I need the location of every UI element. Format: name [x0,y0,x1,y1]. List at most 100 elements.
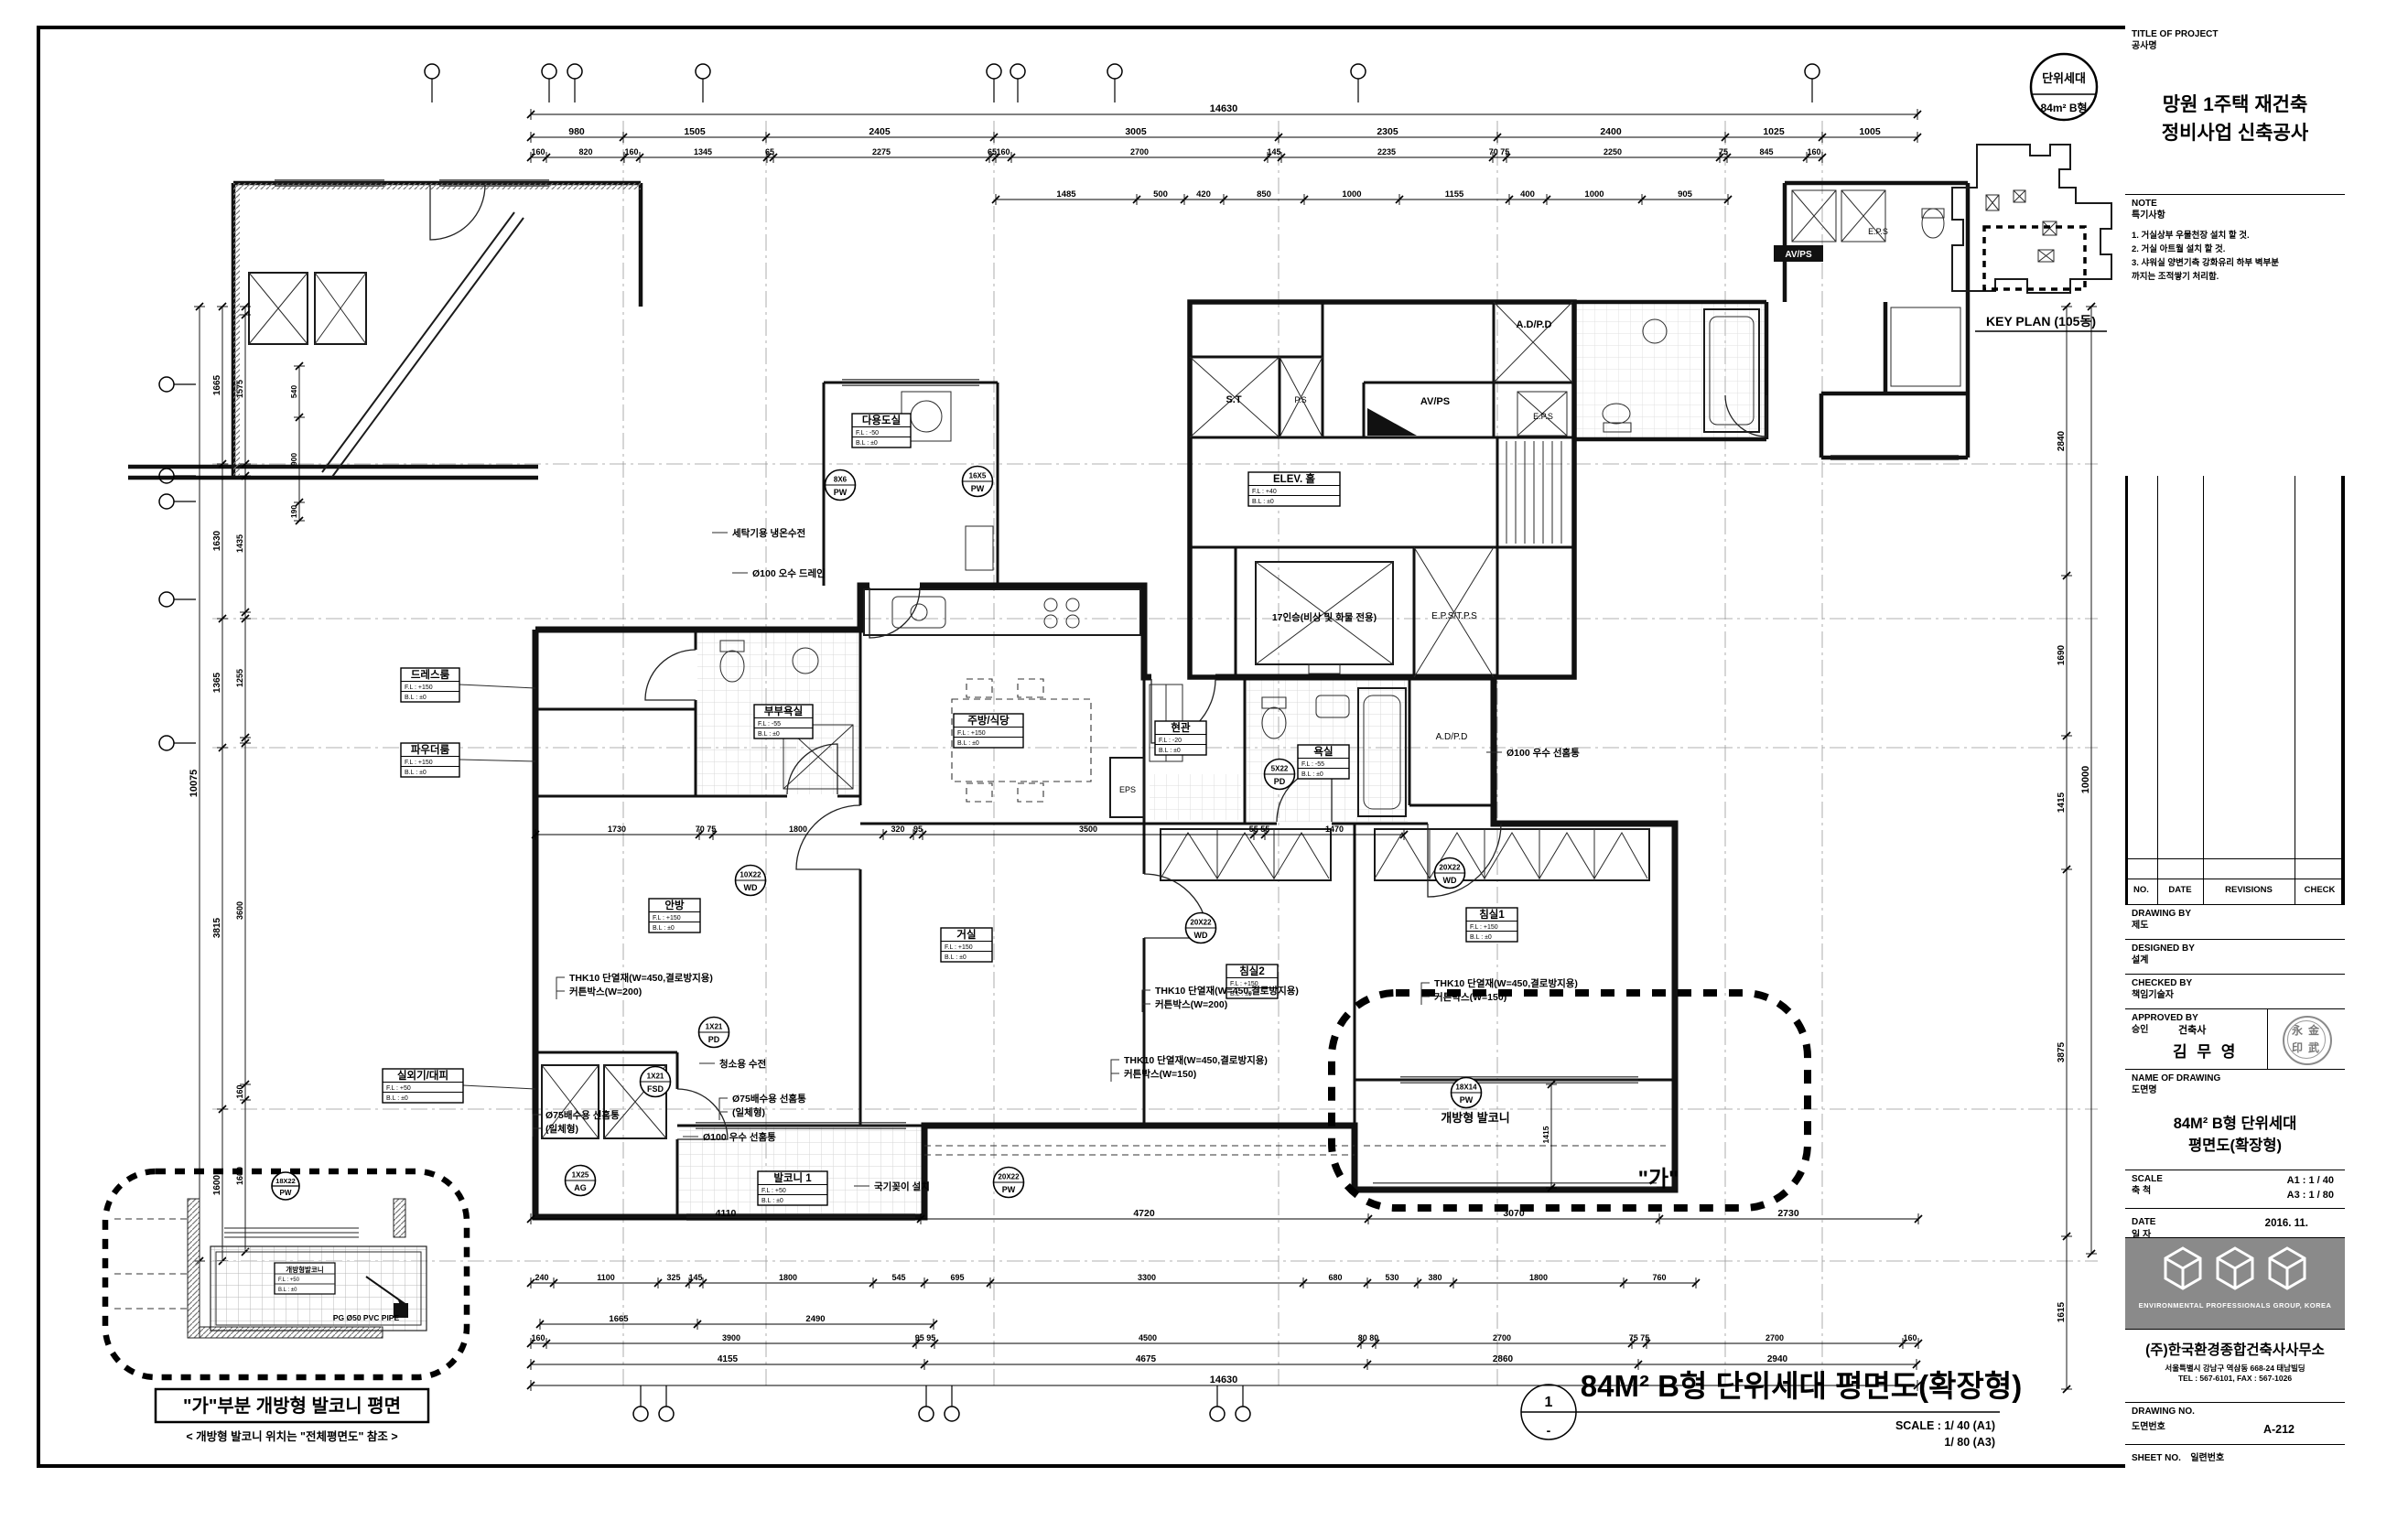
svg-text:20X22: 20X22 [1439,864,1461,872]
svg-text:2275: 2275 [872,147,891,156]
svg-text:160: 160 [1903,1333,1917,1342]
date-value: 2016. 11. [2264,1218,2308,1229]
area-label: P.S [1294,395,1306,404]
svg-text:침실2: 침실2 [1239,965,1265,977]
svg-text:3600: 3600 [235,901,244,920]
svg-text:4675: 4675 [1136,1354,1157,1364]
svg-text:400: 400 [1520,189,1535,199]
svg-text:2405: 2405 [869,126,891,137]
svg-text:청소용 수전: 청소용 수전 [719,1058,766,1070]
svg-text:F.L : +40: F.L : +40 [1252,489,1277,495]
svg-text:F.L : +150: F.L : +150 [957,730,986,737]
drawing-no-section: DRAWING NO. 도면번호 A-212 [2125,1402,2345,1444]
svg-text:THK10 단열재(W=450,결로방지용): THK10 단열재(W=450,결로방지용) [1124,1054,1268,1066]
svg-text:WD: WD [1194,931,1208,940]
svg-text:F.L : +150: F.L : +150 [1230,981,1258,987]
svg-text:2305: 2305 [1377,126,1398,137]
balcony-detail: 개방형발코니 F.L : +50 B.L : ±0 PG Ø50 PVC PIP… [102,1168,470,1443]
svg-text:65: 65 [988,147,997,156]
title-block-divider [2125,26,2128,1468]
svg-text:1800: 1800 [789,825,807,834]
annotation: Ø100 오수 드레인 [732,567,826,579]
note-2: 2. 거실 아트월 설치 할 것. [2132,244,2226,254]
svg-text:14630: 14630 [1210,103,1238,114]
svg-text:160: 160 [624,147,638,156]
svg-text:4110: 4110 [716,1208,737,1219]
svg-text:PW: PW [1002,1185,1016,1194]
svg-text:695: 695 [950,1273,964,1282]
svg-text:240: 240 [535,1273,548,1282]
svg-text:침실1: 침실1 [1479,908,1505,921]
svg-text:Ø100 우수 선홈통: Ø100 우수 선홈통 [1506,747,1580,759]
svg-text:PW: PW [834,488,848,497]
svg-text:거실: 거실 [956,928,976,941]
window-tags: 10X22WD20X22WD20X22WD1X21PD5X22PD1X21FSD… [564,465,1483,1199]
annotation: Ø75배수용 선홈통(일체형) [718,1093,806,1120]
svg-text:55 55: 55 55 [1249,825,1270,834]
svg-text:3815: 3815 [212,917,222,938]
core-outline [1187,299,1577,680]
pipe-label: PG Ø50 PVC PIPE [333,1313,400,1322]
svg-text:18X22: 18X22 [275,1177,296,1185]
svg-text:325: 325 [666,1273,680,1282]
shower-icon [783,724,854,790]
svg-text:1345: 1345 [694,147,712,156]
detail-room-name: 개방형발코니 [286,1265,323,1274]
svg-text:1X21: 1X21 [706,1023,723,1031]
svg-text:1485: 1485 [1056,189,1076,199]
ga-region [1328,989,1811,1212]
svg-text:160: 160 [1807,147,1820,156]
annotation: 세탁기용 냉온수전 [712,527,805,539]
svg-text:1505: 1505 [684,126,706,137]
svg-text:1730: 1730 [608,825,626,834]
area-label: E.P.S/T.P.S [1431,611,1477,621]
svg-text:2235: 2235 [1377,147,1396,156]
rev-header-no: NO. [2133,885,2149,895]
svg-text:8X6: 8X6 [834,476,848,484]
area-label: 개방형 발코니 [1441,1111,1509,1125]
svg-text:10075: 10075 [189,770,200,798]
svg-text:PW: PW [1460,1095,1474,1105]
svg-text:PW: PW [971,484,985,493]
annotation: THK10 단열재(W=450,결로방지용) 커튼박스(W=150) [1110,1054,1268,1082]
area-label: AV/PS [1774,245,1823,262]
svg-text:B.L : ±0: B.L : ±0 [1159,748,1181,754]
note-3: 3. 샤워실 양변기측 강화유리 하부 벽부분 [2132,258,2279,268]
note-section: NOTE 특기사항 1. 거실상부 우물천장 설치 할 것. 2. 거실 아트월… [2125,194,2345,476]
svg-text:F.L : +150: F.L : +150 [945,944,973,951]
svg-text:욕실: 욕실 [1313,745,1333,758]
svg-text:Ø100 오수 드레인: Ø100 오수 드레인 [752,567,826,579]
svg-text:F.L : +50: F.L : +50 [386,1085,411,1092]
svg-text:320: 320 [891,825,904,834]
svg-text:E.P.S: E.P.S [1533,412,1553,421]
svg-text:1575: 1575 [235,380,244,398]
svg-text:160: 160 [996,147,1010,156]
svg-text:1155: 1155 [1445,189,1464,199]
svg-text:1470: 1470 [1325,825,1344,834]
company-tel: TEL : 567-6101, FAX : 567-1026 [2177,1374,2293,1383]
svg-text:F.L : +50: F.L : +50 [761,1188,786,1194]
area-label: E.P.S [1533,412,1553,421]
svg-text:70 75: 70 75 [1489,147,1510,156]
annotations: THK10 단열재(W=450,결로방지용) 커튼박스(W=200) THK10 단… [532,527,1580,1192]
svg-text:커튼박스(W=150): 커튼박스(W=150) [1124,1068,1196,1080]
svg-text:커튼박스(W=200): 커튼박스(W=200) [569,986,642,997]
svg-text:1/ 80 (A3): 1/ 80 (A3) [1944,1436,1995,1449]
svg-text:"가": "가" [1638,1167,1679,1191]
